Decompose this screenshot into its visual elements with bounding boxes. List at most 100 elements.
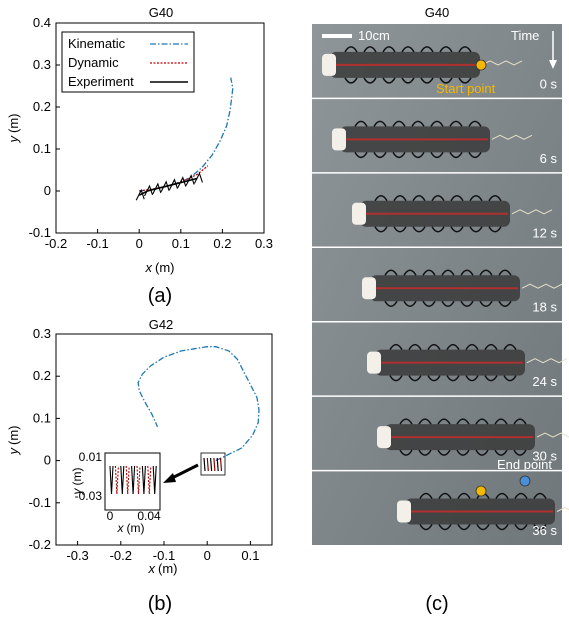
robot-leg-6-0 [419, 492, 433, 531]
video-frame-1: 6 s [312, 97, 562, 166]
robot-leg-4-5 [484, 343, 498, 382]
start-point-marker [475, 59, 487, 71]
chart-b-ytick-label-2: 0 [44, 453, 51, 468]
robot-leg-5-0 [399, 418, 413, 456]
legend-label-experiment: Experiment [68, 74, 134, 89]
robot-head-3 [362, 277, 376, 300]
chart-b-xtick-label-2: -0.1 [153, 548, 175, 563]
robot-leg-3-5 [479, 269, 493, 307]
chart-b-series [137, 346, 260, 462]
robot-leg-5-2 [437, 418, 451, 456]
end-point-marker [519, 475, 531, 487]
robot-leg-6-6 [533, 492, 547, 531]
frame-time-label-3: 18 s [532, 300, 557, 315]
inset-trace-8 [152, 465, 157, 495]
chart-a-ytick-label-5: 0.4 [33, 15, 51, 30]
frame-time-label-5: 30 s [532, 449, 557, 464]
robot-leg-1-2 [392, 120, 406, 159]
robot-leg-3-6 [498, 269, 512, 307]
video-title: G40 [425, 5, 450, 20]
chart-a-series [138, 77, 234, 196]
chart-b-ytick-label-1: -0.1 [29, 495, 51, 510]
panel-label-c: (c) [425, 593, 448, 615]
panel-c-video-frames: G40 0 s6 s12 s18 s24 s30 s36 s 10cm Time… [312, 5, 569, 615]
robot-head-2 [352, 202, 366, 225]
chart-a-ylabel: y(m) [6, 114, 21, 144]
chart-b-ytick-label-5: 0.3 [33, 326, 51, 341]
robot-tail-4 [526, 358, 568, 364]
cluster-stroke-0 [203, 457, 206, 472]
robot-leg-4-2 [427, 343, 441, 382]
robot-leg-6-2 [457, 492, 471, 531]
chart-a-series-experiment [138, 177, 198, 196]
inset-xtick-1: 0.04 [137, 509, 161, 523]
robot-leg-2-4 [450, 195, 464, 233]
robot-leg-0-4 [420, 46, 434, 84]
frame-time-label-4: 24 s [532, 374, 557, 389]
robot-leg-0-2 [382, 46, 396, 84]
chart-a-xlabel: x(m) [145, 260, 175, 275]
chart-b-series-kinematic [137, 346, 260, 462]
inset-ylabel: y(m) [70, 468, 84, 496]
robot-leg-1-3 [411, 120, 425, 159]
chart-a-experiment-leg-2 [152, 182, 162, 195]
chart-b-xtick-label-1: -0.2 [110, 548, 132, 563]
chart-b-title: G42 [149, 317, 174, 332]
chart-b-ytick-label-3: 0.1 [33, 410, 51, 425]
inset-xlabel: x(m) [117, 521, 145, 535]
inset-trace-0 [109, 465, 114, 495]
panel-label-b: (b) [148, 593, 172, 615]
robot-leg-1-4 [430, 120, 444, 159]
inset-trace-6 [141, 465, 146, 495]
inset-trace-7 [147, 465, 152, 495]
start-point-label: Start point [436, 81, 496, 96]
video-frame-2: 12 s [312, 172, 562, 240]
chart-a-legend: Kinematic Dynamic Experiment [61, 31, 195, 93]
chart-a-xtick-label-2: 0 [136, 236, 143, 251]
video-frame-5: 30 s [312, 395, 569, 464]
cluster-stroke-4 [216, 457, 219, 472]
video-frame-6: 36 s [312, 469, 569, 538]
chart-b-plot-area [55, 333, 273, 546]
inset-trace-3 [125, 465, 130, 495]
chart-a-experiment-leg-6 [185, 174, 195, 186]
robot-leg-1-0 [354, 120, 368, 159]
frame-time-label-6: 36 s [532, 523, 557, 538]
robot-leg-1-6 [468, 120, 482, 159]
robot-head-0 [322, 53, 336, 76]
robot-leg-4-1 [408, 343, 422, 382]
cluster-stroke-1 [206, 457, 209, 472]
inset-trace-4 [131, 465, 136, 495]
scale-bar [322, 34, 352, 38]
robot-leg-5-5 [494, 418, 508, 456]
legend-label-dynamic: Dynamic [68, 55, 119, 70]
robot-tail-0 [481, 60, 523, 66]
chart-a-xtick-label-0: -0.2 [45, 236, 67, 251]
robot-leg-3-1 [403, 269, 417, 307]
chart-a-experiment-leg-4 [168, 178, 179, 190]
robot-leg-2-0 [374, 195, 388, 233]
robot-leg-5-4 [475, 418, 489, 456]
robot-tail-3 [521, 283, 563, 289]
robot-leg-2-3 [431, 195, 445, 233]
robot-leg-4-6 [503, 343, 517, 382]
zoom-arrow-head [163, 473, 176, 483]
chart-b-ylabel: y(m) [6, 426, 21, 456]
robot-head-1 [332, 128, 346, 151]
robot-leg-2-2 [412, 195, 426, 233]
robot-leg-1-5 [449, 120, 463, 159]
video-frame-4: 24 s [312, 320, 568, 389]
cluster-stroke-2 [210, 457, 213, 472]
chart-a-xtick-label-5: 0.3 [255, 236, 273, 251]
robot-leg-4-3 [446, 343, 460, 382]
chart-b-xtick-label-0: -0.3 [66, 548, 88, 563]
robot-leg-0-5 [439, 46, 453, 84]
chart-a-ytick-label-1: 0 [44, 183, 51, 198]
frame-time-label-2: 12 s [532, 225, 557, 240]
robot-head-4 [367, 351, 381, 374]
end-frame-start-marker [475, 485, 487, 497]
robot-head-6 [397, 500, 411, 523]
